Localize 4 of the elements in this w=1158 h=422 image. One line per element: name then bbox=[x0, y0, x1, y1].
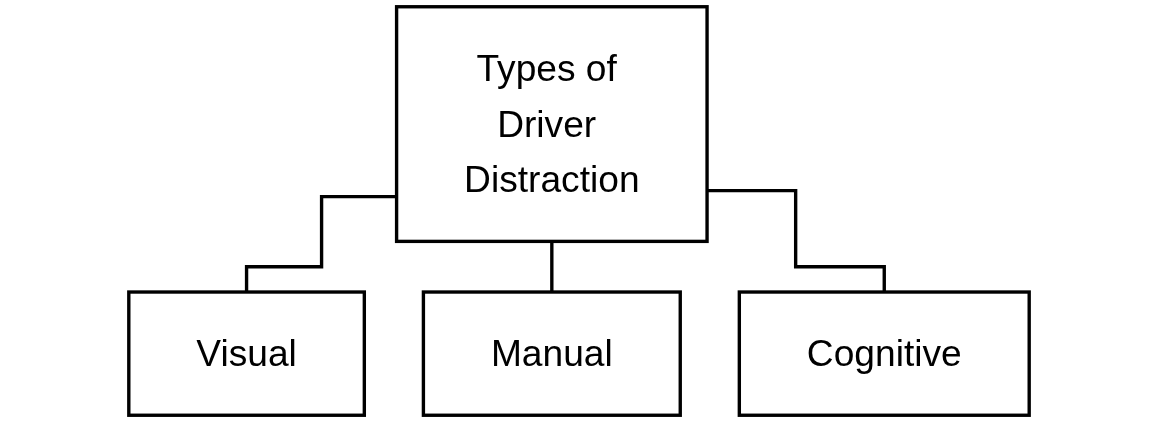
node-box: Types of Driver Distraction bbox=[394, 5, 709, 244]
node-box: Manual bbox=[421, 290, 682, 417]
node-box: Visual bbox=[127, 290, 366, 417]
node-box: Cognitive bbox=[737, 290, 1031, 417]
